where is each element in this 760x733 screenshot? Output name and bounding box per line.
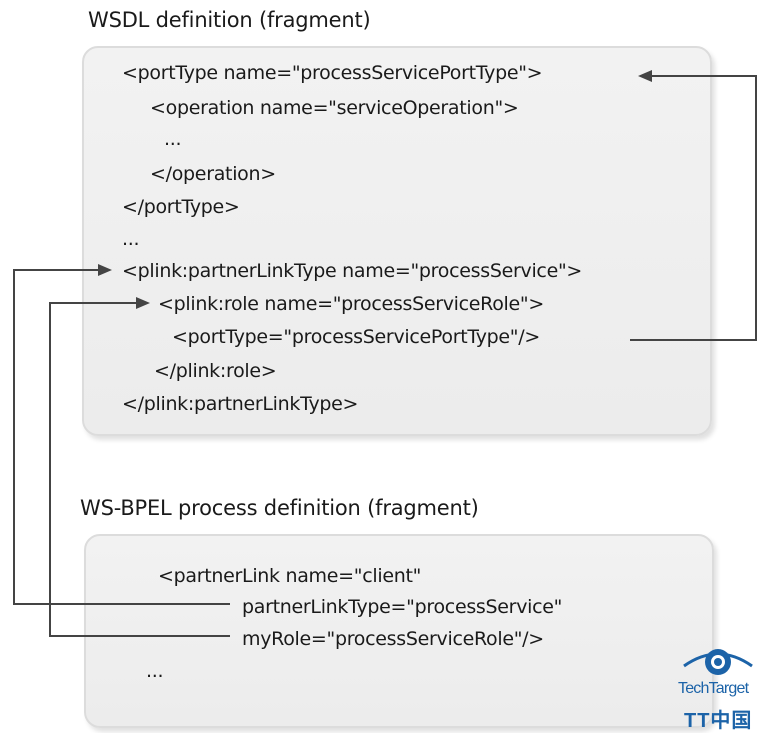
- wsdl-line-7: <plink:partnerLinkType name="processServ…: [122, 260, 583, 282]
- wsdl-line-4: </operation>: [150, 163, 276, 185]
- wsdl-line-5: </portType>: [122, 196, 240, 218]
- bpel-line-4: ...: [146, 660, 164, 682]
- wsdl-line-3: ...: [164, 128, 182, 150]
- wsdl-line-2: <operation name="serviceOperation">: [150, 97, 519, 119]
- myrole-arrowhead: [136, 297, 150, 309]
- bpel-title: WS-BPEL process definition (fragment): [80, 496, 479, 520]
- wsdl-line-10: </plink:role>: [154, 360, 277, 382]
- logo-tt: TT中国: [684, 710, 753, 732]
- wsdl-line-1: <portType name="processServicePortType">: [122, 62, 543, 84]
- techtarget-logo: [676, 640, 760, 730]
- wsdl-title: WSDL definition (fragment): [88, 8, 371, 32]
- partnerlinktype-connector: [13, 269, 230, 605]
- logo-text: TechTarget: [678, 680, 749, 697]
- wsdl-line-9: <portType="processServicePortType"/>: [172, 326, 540, 348]
- porttype-arrowhead: [638, 70, 652, 82]
- myrole-connector: [49, 302, 230, 637]
- bpel-panel: [84, 534, 714, 728]
- wsdl-panel: [82, 46, 712, 436]
- bpel-line-2: partnerLinkType="processService": [242, 596, 563, 618]
- partnerlinktype-arrowhead: [98, 264, 112, 276]
- bpel-line-1: <partnerLink name="client": [158, 565, 422, 587]
- bpel-line-3: myRole="processServiceRole"/>: [242, 628, 544, 650]
- wsdl-line-6: ...: [122, 228, 140, 250]
- wsdl-line-11: </plink:partnerLinkType>: [122, 393, 359, 415]
- eye-icon: [683, 649, 753, 675]
- wsdl-line-8: <plink:role name="processServiceRole">: [158, 293, 544, 315]
- porttype-connector: [630, 75, 757, 341]
